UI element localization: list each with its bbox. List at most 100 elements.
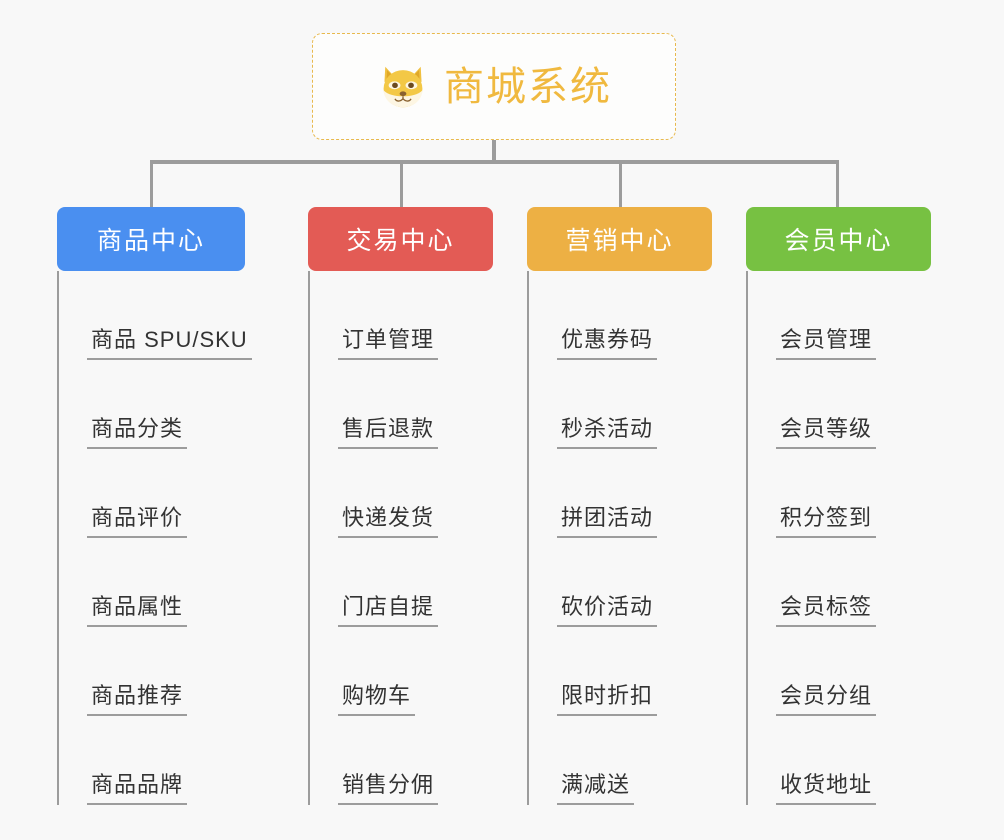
leaf-underline: 限时折扣 — [557, 683, 658, 716]
category-header-4[interactable]: 会员中心 — [746, 207, 931, 271]
leaf-label: 会员管理 — [780, 326, 873, 352]
leaf-item[interactable]: 会员分组 — [746, 627, 931, 716]
leaf-label: 商品 SPU/SKU — [91, 326, 248, 352]
leaf-label: 商品属性 — [91, 593, 184, 619]
category-label-3: 营销中心 — [565, 227, 674, 255]
leaf-item[interactable]: 订单管理 — [308, 271, 493, 360]
leaf-label: 会员等级 — [780, 415, 873, 441]
leaf-underline: 商品分类 — [87, 415, 188, 449]
leaf-underline: 满减送 — [557, 771, 635, 805]
category-column-2: 交易中心 订单管理 售后退款 快递发货 门店自提 购物车 销售分佣 — [308, 207, 493, 805]
leaf-item[interactable]: 快递发货 — [308, 449, 493, 538]
leaf-underline: 订单管理 — [338, 326, 439, 360]
leaf-item[interactable]: 限时折扣 — [527, 627, 712, 716]
leaf-item[interactable]: 购物车 — [308, 627, 493, 716]
leaf-label: 优惠券码 — [561, 326, 654, 352]
leaf-label: 销售分佣 — [342, 771, 435, 797]
leaf-item[interactable]: 满减送 — [527, 716, 712, 805]
leaf-label: 秒杀活动 — [561, 415, 654, 441]
leaf-spine-3 — [527, 271, 529, 805]
root-title: 商城系统 — [444, 64, 612, 109]
leaf-spine-2 — [308, 271, 310, 805]
leaf-item[interactable]: 收货地址 — [746, 716, 931, 805]
leaf-label: 商品评价 — [91, 504, 184, 530]
leaf-label: 会员标签 — [780, 593, 873, 619]
leaf-label: 门店自提 — [342, 593, 435, 619]
leaf-item[interactable]: 商品推荐 — [57, 627, 245, 716]
leaf-label: 商品品牌 — [91, 771, 184, 797]
leaf-underline: 会员管理 — [776, 326, 877, 360]
category-header-2[interactable]: 交易中心 — [308, 207, 493, 271]
leaf-underline: 会员标签 — [776, 593, 877, 627]
leaf-underline: 拼团活动 — [557, 504, 658, 538]
leaf-item[interactable]: 优惠券码 — [527, 271, 712, 360]
leaf-label: 拼团活动 — [561, 504, 654, 530]
category-label-2: 交易中心 — [346, 227, 455, 255]
category-label-1: 商品中心 — [96, 227, 205, 255]
connector-drop-2 — [400, 160, 403, 208]
leaf-spine-4 — [746, 271, 748, 805]
connector-drop-1 — [150, 160, 153, 208]
leaf-item[interactable]: 销售分佣 — [308, 716, 493, 805]
category-header-1[interactable]: 商品中心 — [57, 207, 245, 271]
leaf-item[interactable]: 商品属性 — [57, 538, 245, 627]
leaf-underline: 快递发货 — [338, 504, 439, 538]
leaf-label: 购物车 — [342, 682, 412, 708]
leaf-label: 会员分组 — [780, 682, 873, 708]
leaf-label: 满减送 — [561, 771, 631, 797]
leaf-label: 商品分类 — [91, 415, 184, 441]
leaf-item[interactable]: 商品品牌 — [57, 716, 245, 805]
leaf-underline: 门店自提 — [338, 593, 439, 627]
leaf-underline: 商品评价 — [87, 504, 188, 538]
leaf-label: 收货地址 — [780, 771, 873, 797]
leaf-underline: 会员分组 — [776, 682, 877, 716]
connector-bus-bar — [150, 160, 839, 164]
leaf-underline: 商品 SPU/SKU — [87, 326, 252, 360]
category-column-4: 会员中心 会员管理 会员等级 积分签到 会员标签 会员分组 收货地址 — [746, 207, 931, 805]
category-column-3: 营销中心 优惠券码 秒杀活动 拼团活动 砍价活动 限时折扣 满减送 — [527, 207, 712, 805]
connector-root-stem — [492, 140, 496, 162]
leaf-underline: 售后退款 — [338, 415, 439, 449]
leaf-list-1: 商品 SPU/SKU 商品分类 商品评价 商品属性 商品推荐 商品品牌 — [57, 271, 252, 805]
connector-drop-3 — [619, 160, 622, 208]
leaf-underline: 砍价活动 — [557, 593, 658, 627]
leaf-underline: 商品品牌 — [87, 771, 188, 805]
leaf-list-2: 订单管理 售后退款 快递发货 门店自提 购物车 销售分佣 — [308, 271, 493, 805]
leaf-label: 积分签到 — [780, 504, 873, 530]
leaf-underline: 购物车 — [338, 682, 416, 716]
leaf-item[interactable]: 门店自提 — [308, 538, 493, 627]
connector-drop-4 — [836, 160, 839, 208]
leaf-underline: 积分签到 — [776, 504, 877, 538]
leaf-item[interactable]: 售后退款 — [308, 360, 493, 449]
leaf-item[interactable]: 拼团活动 — [527, 449, 712, 538]
leaf-label: 订单管理 — [342, 326, 435, 352]
leaf-item[interactable]: 砍价活动 — [527, 538, 712, 627]
leaf-item[interactable]: 商品分类 — [57, 360, 245, 449]
leaf-list-4: 会员管理 会员等级 积分签到 会员标签 会员分组 收货地址 — [746, 271, 931, 805]
leaf-item[interactable]: 秒杀活动 — [527, 360, 712, 449]
leaf-list-3: 优惠券码 秒杀活动 拼团活动 砍价活动 限时折扣 满减送 — [527, 271, 712, 805]
leaf-label: 砍价活动 — [561, 593, 654, 619]
leaf-label: 售后退款 — [342, 415, 435, 441]
shiba-dog-icon — [376, 60, 430, 114]
leaf-underline: 会员等级 — [776, 415, 877, 449]
leaf-item[interactable]: 会员等级 — [746, 360, 931, 449]
leaf-label: 快递发货 — [342, 504, 435, 530]
leaf-underline: 优惠券码 — [557, 326, 658, 360]
leaf-underline: 收货地址 — [776, 771, 877, 805]
category-label-4: 会员中心 — [784, 227, 893, 255]
root-node[interactable]: 商城系统 — [312, 33, 676, 140]
leaf-underline: 秒杀活动 — [557, 415, 658, 449]
leaf-item[interactable]: 商品评价 — [57, 449, 245, 538]
leaf-item[interactable]: 会员管理 — [746, 271, 931, 360]
leaf-item[interactable]: 会员标签 — [746, 538, 931, 627]
leaf-underline: 商品属性 — [87, 593, 188, 627]
leaf-underline: 商品推荐 — [87, 682, 188, 716]
leaf-item[interactable]: 积分签到 — [746, 449, 931, 538]
category-column-1: 商品中心 商品 SPU/SKU 商品分类 商品评价 商品属性 商品推荐 商品品牌 — [57, 207, 252, 805]
leaf-spine-1 — [57, 271, 59, 805]
leaf-label: 商品推荐 — [91, 682, 184, 708]
category-header-3[interactable]: 营销中心 — [527, 207, 712, 271]
leaf-item[interactable]: 商品 SPU/SKU — [57, 271, 252, 360]
